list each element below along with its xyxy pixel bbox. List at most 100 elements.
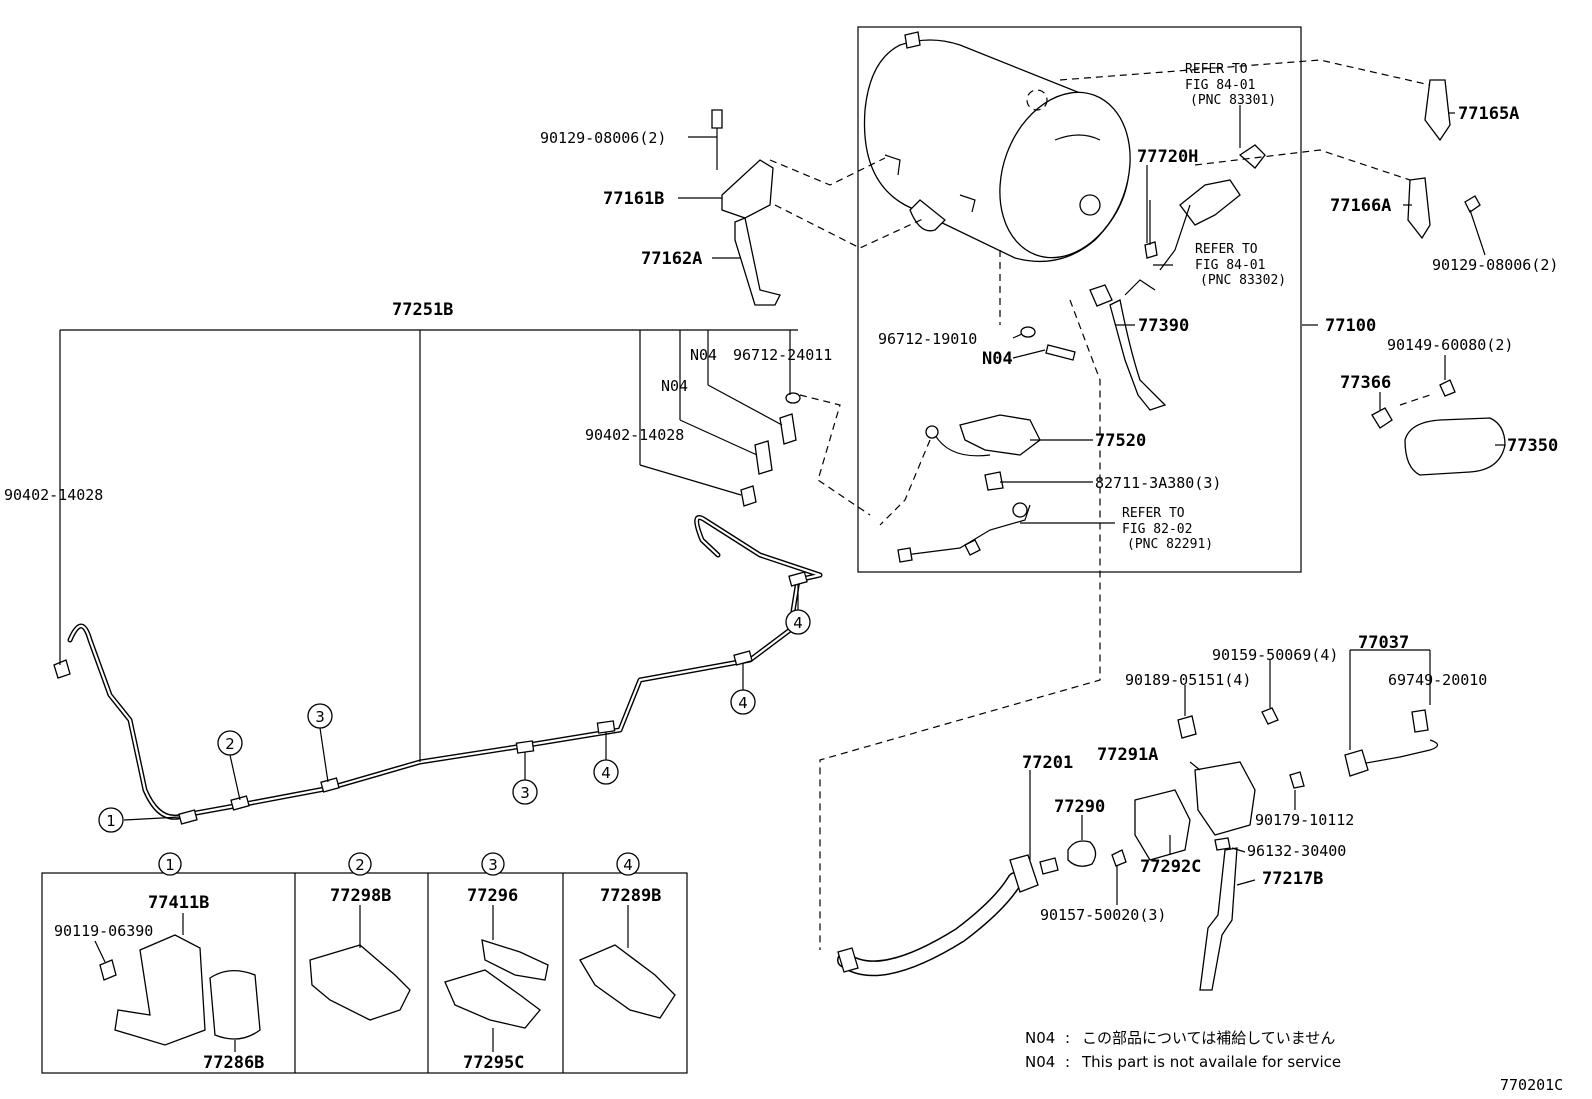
- label-77291A: 77291A: [1097, 745, 1158, 765]
- refer-note-83302: REFER TO FIG 84-01 (PNC 83302): [1195, 242, 1286, 288]
- label-77292C: 77292C: [1140, 857, 1201, 877]
- oring-96712-19010: [1020, 326, 1036, 338]
- label-77165A: 77165A: [1458, 104, 1519, 124]
- dashed-guides: [769, 59, 1431, 950]
- label-90402-left: 90402-14028: [4, 486, 103, 504]
- housing-77291A: [1194, 761, 1256, 836]
- fuel-line-77251B: [53, 515, 823, 825]
- callout-3b: 3: [512, 779, 538, 805]
- label-96712-19010: 96712-19010: [878, 330, 977, 348]
- note-jp-code: N04: [1025, 1029, 1055, 1047]
- refer-note-83301: REFER TO FIG 84-01 (PNC 83301): [1185, 62, 1276, 108]
- svg-text:FIG 84-01: FIG 84-01: [1185, 78, 1255, 93]
- clip-77286B: [209, 970, 261, 1040]
- union-90402-mid: [740, 485, 757, 507]
- cap-69749: [1411, 709, 1429, 733]
- detail-callout-2: 2: [348, 852, 372, 876]
- svg-text:4: 4: [793, 614, 803, 632]
- svg-text:3: 3: [315, 708, 325, 726]
- callout-2: 2: [217, 730, 243, 756]
- callout-3a: 3: [307, 703, 333, 729]
- label-77100: 77100: [1325, 316, 1376, 336]
- filler-pipe-77201: [837, 854, 1059, 977]
- label-96712-24011: 96712-24011: [733, 346, 832, 364]
- callout-4a: 4: [593, 759, 619, 785]
- label-77289B: 77289B: [600, 886, 661, 906]
- svg-text:FIG 84-01: FIG 84-01: [1195, 258, 1265, 273]
- label-n04-a: N04: [690, 346, 717, 364]
- svg-text:4: 4: [601, 764, 611, 782]
- note-en-code: N04: [1025, 1053, 1055, 1071]
- housing-77292C: [1134, 789, 1191, 861]
- label-77201: 77201: [1022, 753, 1073, 773]
- detail-callout-4: 4: [616, 852, 640, 876]
- detail-callout-3: 3: [481, 852, 505, 876]
- label-77217B: 77217B: [1262, 869, 1323, 889]
- label-77296: 77296: [467, 886, 518, 906]
- label-69749: 69749-20010: [1388, 671, 1487, 689]
- svg-text:1: 1: [165, 856, 175, 874]
- clip-77295C: [444, 969, 541, 1029]
- clip-82711: [984, 471, 1004, 491]
- note-jp-text: この部品については補給していません: [1082, 1029, 1335, 1047]
- bracket-77162A: [734, 217, 781, 306]
- svg-text:3: 3: [520, 784, 530, 802]
- screw-90159: [1261, 707, 1279, 725]
- svg-text:3: 3: [488, 856, 498, 874]
- note-en-text: This part is not availale for service: [1081, 1053, 1341, 1071]
- valve-77520: [925, 414, 1041, 457]
- svg-text:REFER TO: REFER TO: [1185, 62, 1248, 77]
- wire-harness-82291: [897, 502, 1031, 563]
- label-82711: 82711-3A380(3): [1095, 474, 1221, 492]
- tank-assembly-box: [857, 26, 1302, 573]
- fuel-tank: [863, 31, 1131, 263]
- figure-code: 770201C: [1500, 1076, 1563, 1094]
- clip-90189: [1177, 715, 1197, 739]
- screw-90157: [1111, 849, 1127, 867]
- fuel-pump-77390: [1089, 279, 1167, 411]
- clip-77289B: [579, 944, 676, 1019]
- label-77295C: 77295C: [463, 1053, 524, 1073]
- svg-text:2: 2: [225, 735, 235, 753]
- label-77161B: 77161B: [603, 189, 664, 209]
- svg-text:REFER TO: REFER TO: [1122, 506, 1185, 521]
- oring-96712-24011: [785, 392, 801, 404]
- clamp-96132: [1214, 837, 1231, 851]
- label-77162A: 77162A: [641, 249, 702, 269]
- bracket-77165A: [1424, 79, 1451, 142]
- leader-lines: [59, 105, 1505, 905]
- cable-77037: [1354, 739, 1439, 766]
- label-90179: 90179-10112: [1255, 811, 1354, 829]
- clamp-detail-table: 1 2 3 4 77411B 90119-06: [41, 852, 688, 1074]
- bolt-90149: [1439, 379, 1456, 397]
- svg-text:(PNC 83302): (PNC 83302): [1200, 273, 1286, 288]
- label-90149: 90149-60080(2): [1387, 336, 1513, 354]
- label-90129-right: 90129-08006(2): [1432, 256, 1558, 274]
- callout-4c: 4: [785, 609, 811, 635]
- label-90129-top: 90129-08006(2): [540, 129, 666, 147]
- label-77720H: 77720H: [1137, 147, 1198, 167]
- clamp-77411B: [114, 934, 206, 1046]
- callout-1: 1: [98, 807, 124, 833]
- refer-note-82291: REFER TO FIG 82-02 (PNC 82291): [1122, 506, 1213, 552]
- sender-gauge-77720H: [1144, 144, 1266, 271]
- label-77411B: 77411B: [148, 893, 209, 913]
- label-77350: 77350: [1507, 436, 1558, 456]
- filler-door-77350: [1404, 417, 1506, 476]
- fitting-n04-tank: [1045, 344, 1076, 361]
- label-90159: 90159-50069(4): [1212, 646, 1338, 664]
- label-96132: 96132-30400: [1247, 842, 1346, 860]
- label-77520: 77520: [1095, 431, 1146, 451]
- fitting-n04-b: [754, 440, 773, 475]
- label-77390: 77390: [1138, 316, 1189, 336]
- svg-text:4: 4: [623, 856, 633, 874]
- grommet-90179: [1289, 771, 1305, 789]
- svg-text:2: 2: [355, 856, 365, 874]
- bolt-90129-right: [1464, 195, 1481, 213]
- label-77037: 77037: [1358, 633, 1409, 653]
- label-90119: 90119-06390: [54, 922, 153, 940]
- hose-77217B: [1199, 847, 1238, 991]
- svg-text:FIG 82-02: FIG 82-02: [1122, 522, 1192, 537]
- lever-77037: [1344, 749, 1369, 777]
